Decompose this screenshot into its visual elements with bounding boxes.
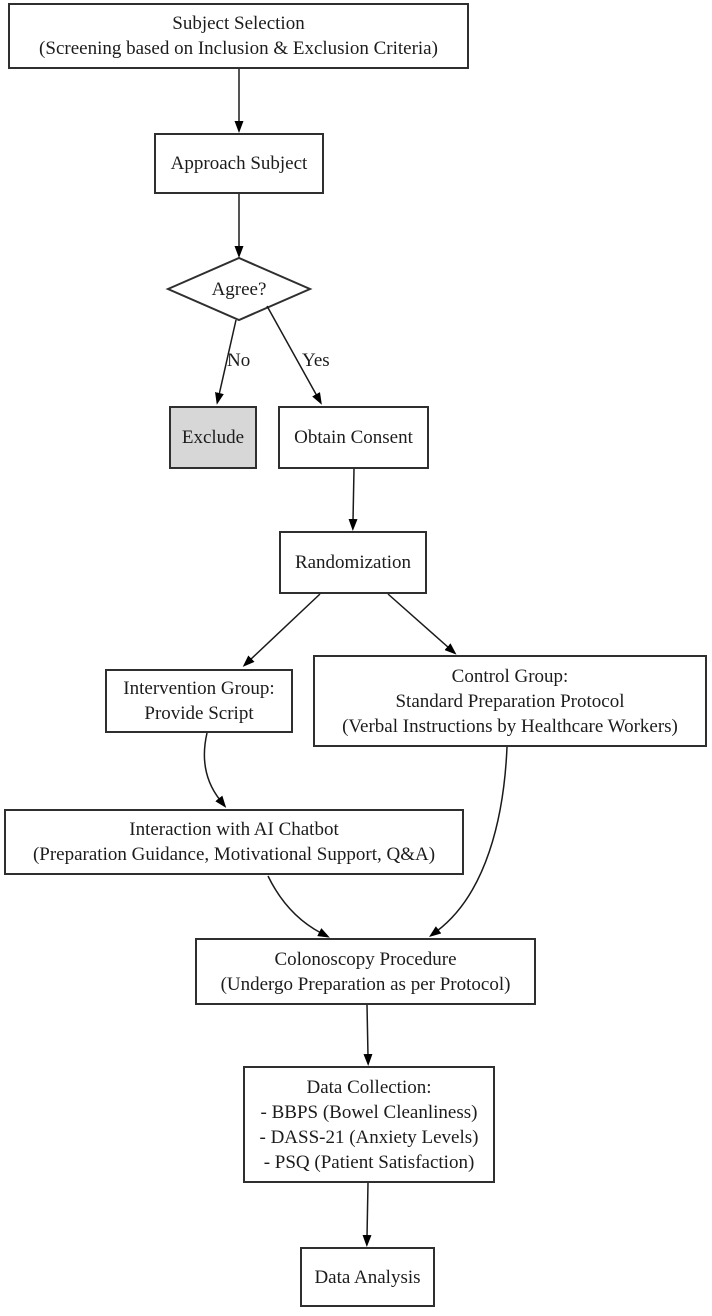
edge-agree-no-to-exclude xyxy=(215,319,237,405)
node-colonoscopy-procedure: Colonoscopy Procedure (Undergo Preparatio… xyxy=(195,938,536,1005)
node-randomization: Randomization xyxy=(279,531,427,594)
node-interaction-chatbot-line: (Preparation Guidance, Motivational Supp… xyxy=(32,844,436,865)
edge-collection-to-analysis xyxy=(362,1182,372,1247)
node-colonoscopy-procedure-line: (Undergo Preparation as per Protocol) xyxy=(220,973,511,995)
node-obtain-consent-line: Obtain Consent xyxy=(294,427,413,448)
edge-intervention-to-interaction xyxy=(203,732,227,808)
node-control-group-line: Standard Preparation Protocol xyxy=(395,690,625,712)
node-control-group: Control Group: Standard Preparation Proto… xyxy=(313,655,707,747)
edge-agree-yes-to-consent xyxy=(266,305,322,405)
node-interaction-chatbot: Interaction with AI Chatbot (Preparation … xyxy=(4,809,464,875)
node-subject-selection-line: Subject Selection xyxy=(172,13,305,34)
edge-interaction-to-colonoscopy xyxy=(267,875,330,938)
node-agree-decision-shape xyxy=(165,256,313,322)
node-subject-selection-line: (Screening based on Inclusion & Exclusio… xyxy=(39,38,438,59)
node-colonoscopy-procedure-line: Colonoscopy Procedure xyxy=(274,948,457,970)
node-randomization-line: Randomization xyxy=(294,552,412,573)
edge-colonoscopy-to-collection xyxy=(363,1004,373,1066)
node-intervention-group-line: Intervention Group: xyxy=(123,678,275,699)
node-data-analysis-line: Data Analysis xyxy=(314,1266,421,1288)
node-approach-subject-line: Approach Subject xyxy=(170,153,308,174)
node-control-group-line: (Verbal Instructions by Healthcare Worke… xyxy=(342,715,678,737)
edge-randomization-to-intervention xyxy=(242,593,321,667)
node-control-group-line: Control Group: xyxy=(451,665,569,687)
node-subject-selection: Subject Selection (Screening based on Inc… xyxy=(8,3,469,69)
node-data-collection-line: - PSQ (Patient Satisfaction) xyxy=(263,1151,475,1173)
node-agree-decision-line: Agree? xyxy=(211,278,267,300)
node-intervention-group: Intervention Group: Provide Script xyxy=(105,669,293,733)
edge-label-yes: Yes xyxy=(302,350,330,371)
node-data-collection-line: - DASS-21 (Anxiety Levels) xyxy=(259,1126,479,1148)
node-data-collection: Data Collection: - BBPS (Bowel Cleanlines… xyxy=(243,1066,495,1183)
edge-control-to-colonoscopy xyxy=(429,746,508,938)
edge-randomization-to-control xyxy=(387,593,457,655)
edge-label-no: No xyxy=(227,350,251,371)
node-data-collection-line: Data Collection: xyxy=(306,1076,432,1098)
node-obtain-consent: Obtain Consent xyxy=(278,406,429,469)
node-data-collection-line: - BBPS (Bowel Cleanliness) xyxy=(260,1101,478,1123)
node-exclude-line: Exclude xyxy=(181,427,245,448)
node-data-analysis: Data Analysis xyxy=(300,1247,435,1307)
node-intervention-group-line: Provide Script xyxy=(144,703,254,724)
node-agree-decision: Agree? xyxy=(168,258,310,320)
node-interaction-chatbot-line: Interaction with AI Chatbot xyxy=(129,819,339,840)
node-exclude: Exclude xyxy=(169,406,257,469)
node-approach-subject: Approach Subject xyxy=(154,133,324,194)
edge-consent-to-randomization xyxy=(348,468,358,531)
